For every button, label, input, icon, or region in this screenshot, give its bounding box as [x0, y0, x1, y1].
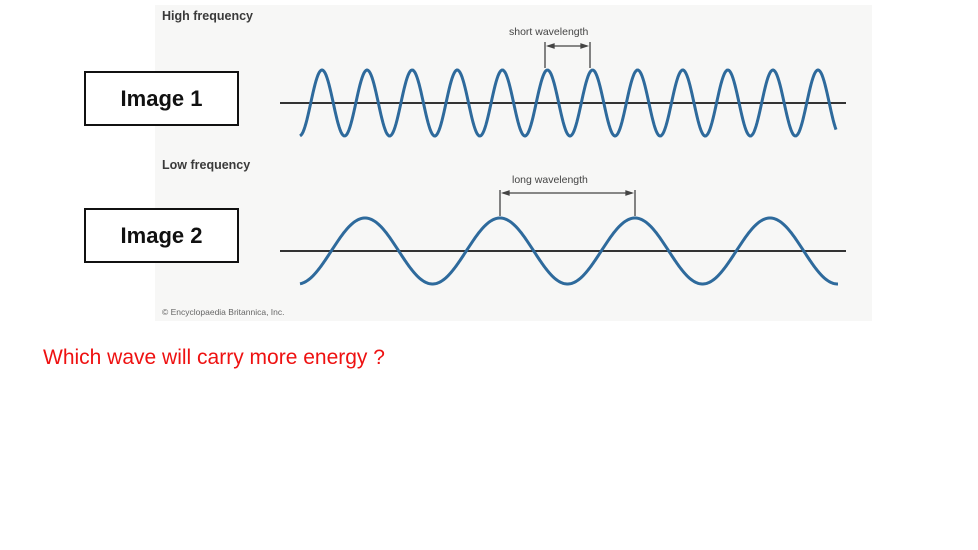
low-frequency-title: Low frequency [162, 158, 251, 172]
long-wavelength-marker [499, 190, 636, 216]
wave-frequency-figure [155, 5, 872, 321]
short-wavelength-marker [544, 42, 591, 68]
long-wavelength-label: long wavelength [512, 174, 588, 186]
short-wavelength-label: short wavelength [509, 26, 589, 38]
question-text: Which wave will carry more energy ? [43, 346, 385, 369]
image-2-label-box: Image 2 [84, 208, 239, 263]
image-1-label-box: Image 1 [84, 71, 239, 126]
high-frequency-title: High frequency [162, 9, 253, 23]
copyright-credit: © Encyclopaedia Britannica, Inc. [162, 307, 285, 317]
low-frequency-wave [299, 216, 838, 286]
high-frequency-wave [299, 68, 838, 138]
